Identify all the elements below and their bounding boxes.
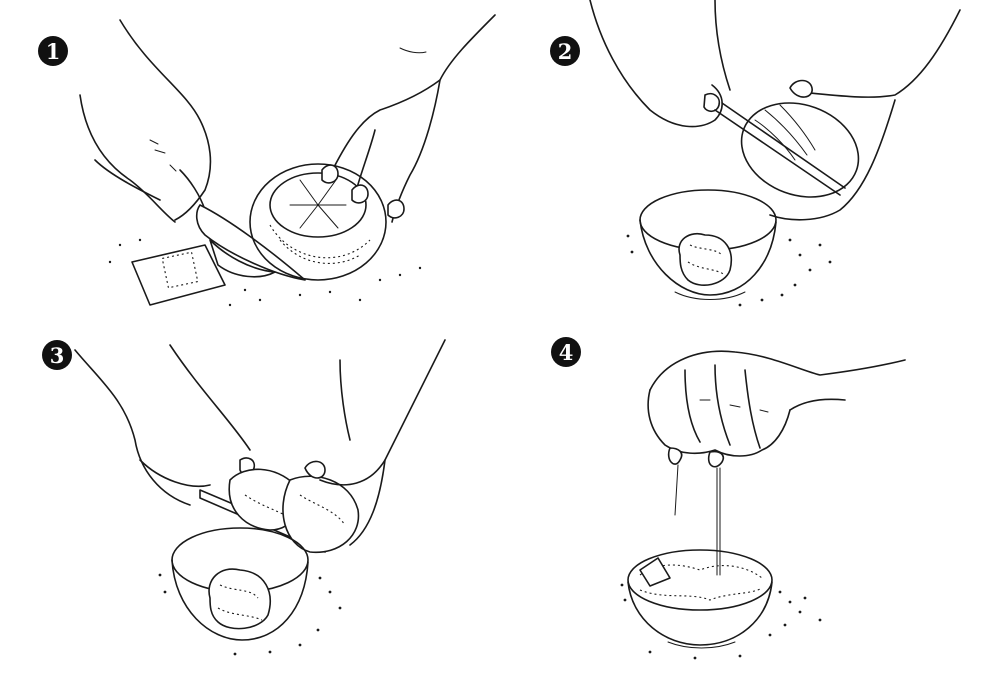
step-3-panel: 3 bbox=[0, 330, 500, 660]
step-1-illustration bbox=[79, 14, 496, 307]
step-number-badge: 4 bbox=[551, 337, 581, 367]
scattered-seeds bbox=[626, 234, 832, 307]
step-number: 3 bbox=[49, 342, 65, 368]
step-number-badge: 3 bbox=[42, 340, 72, 370]
step-4-illustration bbox=[620, 350, 906, 660]
scattered-seeds bbox=[108, 238, 422, 307]
step-number: 1 bbox=[45, 38, 61, 64]
scattered-seeds bbox=[158, 573, 342, 656]
step-number-badge: 2 bbox=[550, 36, 580, 66]
step-2-panel: 2 bbox=[500, 0, 1000, 330]
step-number: 4 bbox=[558, 339, 574, 365]
step-2-illustration bbox=[589, 0, 961, 307]
step-1-panel: 1 bbox=[0, 0, 500, 330]
step-4-panel: 4 bbox=[500, 330, 1000, 660]
step-number-badge: 1 bbox=[38, 36, 68, 66]
step-number: 2 bbox=[557, 38, 573, 64]
step-3-illustration bbox=[74, 339, 446, 656]
scattered-seeds bbox=[620, 583, 822, 660]
